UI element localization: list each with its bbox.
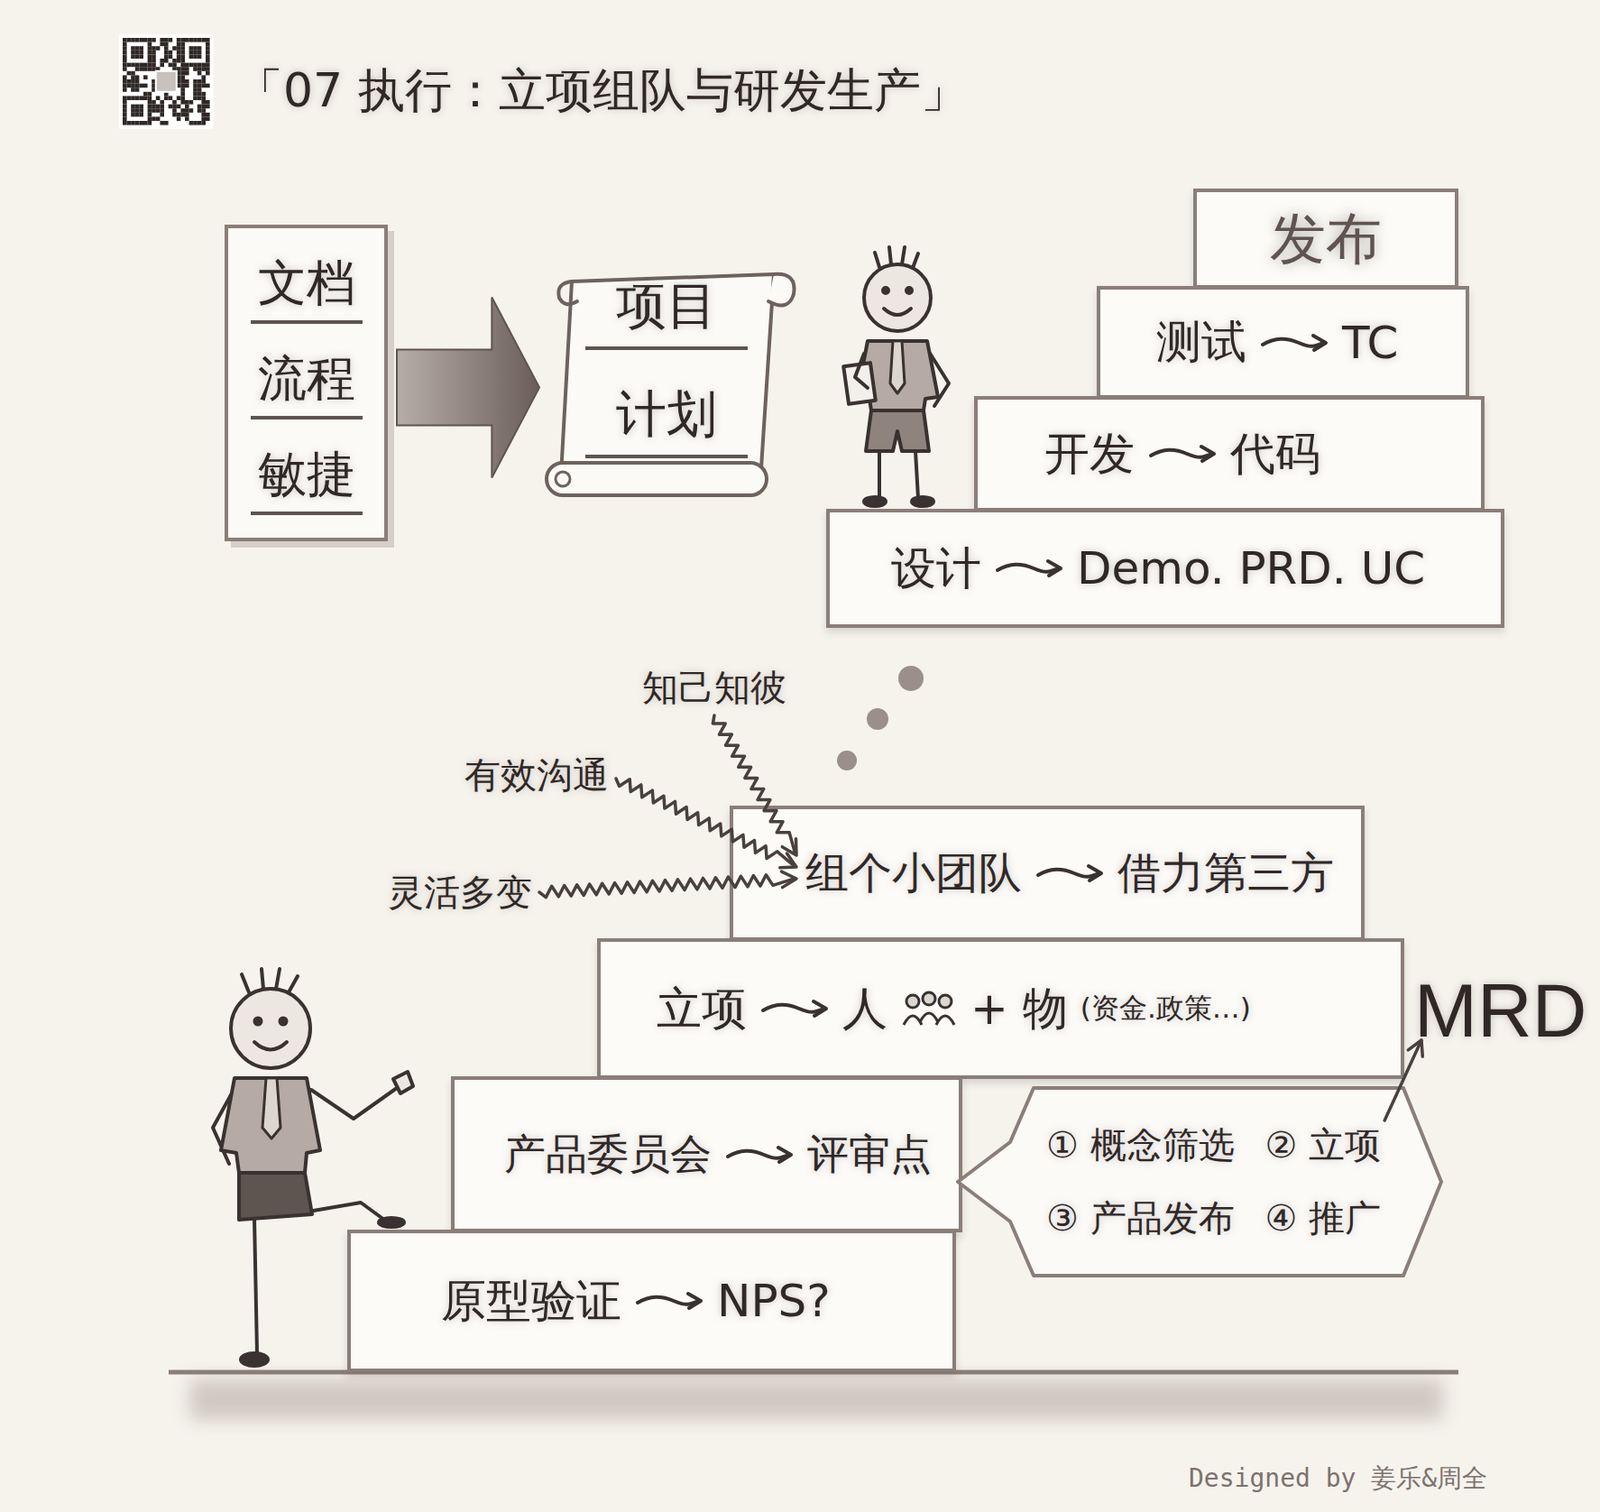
step-text: + 物 xyxy=(970,978,1068,1040)
thought-dots xyxy=(836,665,924,771)
stair-step: 发布 xyxy=(1193,188,1459,289)
review-point: ③ 产品发布 xyxy=(1046,1193,1235,1243)
step-text: 设计 xyxy=(891,538,982,599)
label-holder: MRD xyxy=(1414,966,1587,1055)
method-box: 文档流程敏捷 xyxy=(224,224,388,542)
step-row: 设计 Demo. PRD. UC xyxy=(891,538,1426,599)
step-arrow xyxy=(634,1287,705,1315)
bubble-shape xyxy=(956,1082,1445,1281)
note-label: 灵活多变 xyxy=(387,871,533,913)
step-text: 代码 xyxy=(1230,423,1321,485)
plan-text: 项目 xyxy=(585,272,748,350)
step-text: TC xyxy=(1342,316,1399,369)
step-text: 发布 xyxy=(1269,201,1382,277)
label-holder: 知己知彼 xyxy=(642,662,787,713)
caption-holder: Designed by 姜乐&周全 xyxy=(1188,1461,1488,1496)
stair-step: 产品委员会 评审点 xyxy=(450,1075,963,1233)
title-holder: 「07 执行：立项组队与研发生产」 xyxy=(236,59,968,123)
people-icon xyxy=(900,989,958,1028)
review-grid: ① 概念筛选 ② 立项 ③ 产品发布 ④ 推广 xyxy=(1046,1120,1381,1243)
step-text: 评审点 xyxy=(807,1126,932,1183)
step-arrow xyxy=(993,554,1065,582)
step-text: (资金.政策…) xyxy=(1080,989,1251,1028)
note-label: 有效沟通 xyxy=(464,754,609,796)
step-text: 人 xyxy=(842,978,888,1040)
mrd-leader-head xyxy=(1407,1039,1423,1057)
method-text: 文档 xyxy=(250,250,363,324)
stair-step: 设计 Demo. PRD. UC xyxy=(826,508,1505,628)
review-point: ④ 推广 xyxy=(1265,1193,1382,1243)
step-text: 测试 xyxy=(1156,312,1247,373)
stair-step: 组个小团队 借力第三方 xyxy=(729,805,1365,941)
step-row: 组个小团队 借力第三方 xyxy=(805,844,1334,902)
step-arrow xyxy=(1259,329,1330,357)
title: 「07 执行：立项组队与研发生产」 xyxy=(236,63,968,118)
review-point: ② 立项 xyxy=(1265,1120,1382,1170)
step-arrow xyxy=(759,994,830,1022)
doc-label: MRD xyxy=(1414,967,1587,1053)
review-point: ① 概念筛选 xyxy=(1046,1120,1235,1170)
method-text: 流程 xyxy=(250,346,363,420)
stair-step: 立项 人 + 物 (资金.政策…) xyxy=(597,937,1405,1079)
wavy-leader xyxy=(539,874,794,898)
step-text: 原型验证 xyxy=(441,1270,622,1332)
method-text: 敏捷 xyxy=(250,441,363,515)
label-holder: 灵活多变 xyxy=(387,867,533,918)
wavy-leader-head xyxy=(780,853,797,868)
plan-text: 计划 xyxy=(585,380,748,459)
note-label: 知己知彼 xyxy=(642,666,787,709)
caption: Designed by 姜乐&周全 xyxy=(1188,1462,1488,1493)
plan-scroll: 项目计划 xyxy=(541,259,801,515)
step-row: 测试 TC xyxy=(1156,312,1399,373)
step-text: Demo. PRD. UC xyxy=(1076,542,1426,595)
ground-shadow xyxy=(189,1378,1444,1420)
step-arrow xyxy=(724,1140,795,1168)
step-text: 借力第三方 xyxy=(1117,844,1334,902)
step-row: 立项 人 + 物 (资金.政策…) xyxy=(656,978,1251,1040)
step-arrow xyxy=(1147,440,1218,468)
step-text: 立项 xyxy=(656,978,747,1040)
stair-step: 开发 代码 xyxy=(974,395,1485,512)
wavy-leader xyxy=(616,778,794,866)
wavy-leader-head xyxy=(781,871,797,888)
flow-arrow xyxy=(396,297,540,479)
stair-step: 测试 TC xyxy=(1096,285,1470,399)
wavy-leader xyxy=(712,715,795,853)
step-text: 产品委员会 xyxy=(504,1126,712,1183)
standing-figure xyxy=(843,247,949,506)
step-row: 原型验证 NPS? xyxy=(441,1270,831,1332)
step-text: NPS? xyxy=(717,1274,831,1327)
review-bubble: ① 概念筛选 ② 立项 ③ 产品发布 ④ 推广 xyxy=(956,1082,1445,1281)
wavy-leader-head xyxy=(781,838,797,856)
step-text: 开发 xyxy=(1044,423,1135,485)
label-holder: 有效沟通 xyxy=(464,750,609,800)
step-row: 产品委员会 评审点 xyxy=(504,1126,932,1183)
qr-code xyxy=(119,34,214,129)
stair-step: 原型验证 NPS? xyxy=(347,1229,957,1372)
step-text: 组个小团队 xyxy=(805,844,1022,902)
step-row: 开发 代码 xyxy=(1044,423,1321,485)
step-row: 发布 xyxy=(1269,201,1382,277)
step-arrow xyxy=(1034,859,1105,887)
mrd-leader xyxy=(1384,1039,1422,1121)
